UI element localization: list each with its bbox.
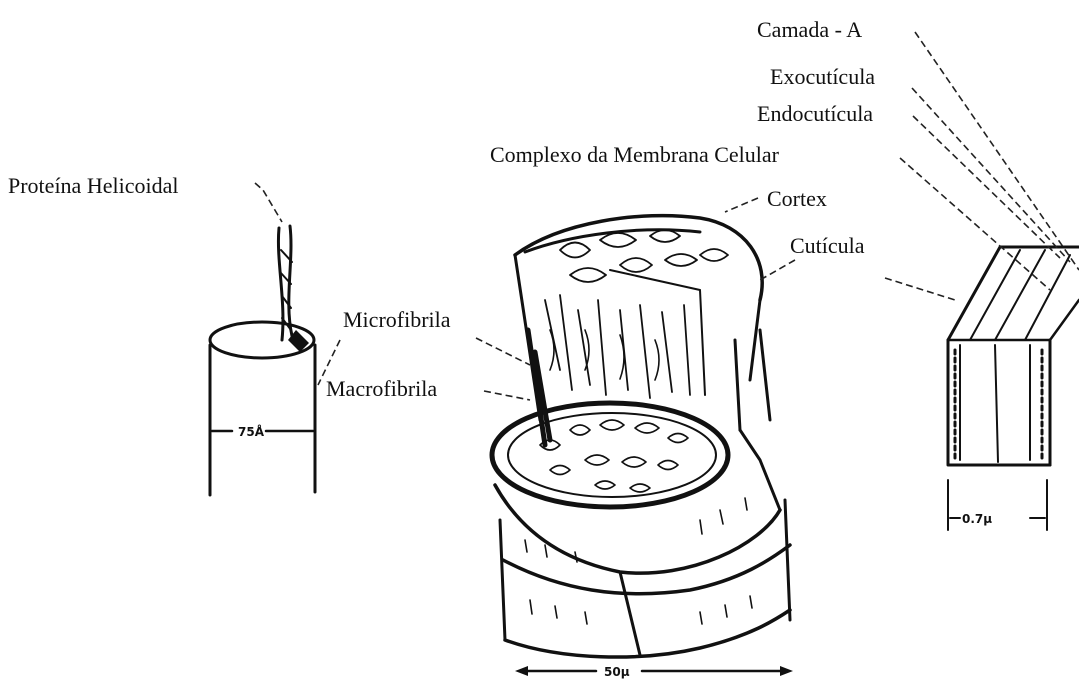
leader-proteina [255,183,282,222]
leader-endocuticula [913,116,1060,258]
fibril-width-label: 75Å [238,424,265,439]
label-exocuticula: Exocutícula [770,64,875,89]
leader-microfibrila-center [476,338,530,365]
leader-cortex [725,198,758,212]
cuticle-block [948,247,1079,530]
microfibril-cylinder [210,226,315,495]
label-cuticula: Cutícula [790,233,865,258]
label-camada-a: Camada - A [757,17,862,42]
label-macrofibrila: Macrofibrila [326,376,437,401]
leader-complexo [900,158,1050,290]
label-microfibrila: Microfibrila [343,307,451,332]
hair-fiber-drawing [492,216,793,676]
cuticle-width-label: 0.7µ [962,512,992,526]
label-complexo-membrana: Complexo da Membrana Celular [490,142,780,167]
label-proteina-helicoidal: Proteína Helicoidal [8,173,178,198]
label-endocuticula: Endocutícula [757,101,873,126]
leader-cuticula-center [760,260,795,280]
leader-cuticula [885,278,955,300]
hair-width-label: 50µ [604,665,630,679]
leader-macrofibrila [484,391,530,400]
label-cortex: Cortex [767,186,827,211]
leader-exocuticula [912,88,1070,262]
leader-camada-a [915,32,1079,270]
